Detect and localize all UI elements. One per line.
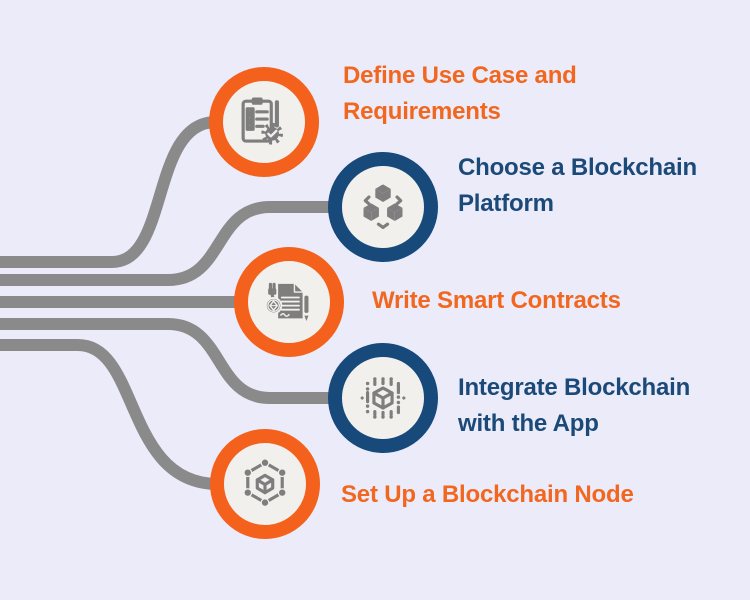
blockchain-node-icon [243, 458, 287, 508]
step-4-circle [328, 343, 438, 453]
linked-cubes-icon [363, 184, 403, 229]
connector-line-2 [0, 201, 336, 286]
step-3-circle [234, 247, 344, 357]
step-2-circle [328, 152, 438, 262]
gear-check-badge [261, 122, 284, 145]
smart-contract-icon [264, 282, 309, 322]
step-3-label: Write Smart Contracts [372, 287, 621, 314]
step-5-circle [210, 429, 320, 539]
clipboard-checklist-icon [241, 97, 284, 145]
step-1-label: Define Use Case and Requirements [343, 62, 577, 125]
connector-line-1 [0, 116, 217, 268]
step-5-label: Set Up a Blockchain Node [341, 481, 634, 508]
step-2-label: Choose a Blockchain Platform [458, 154, 697, 217]
step-1-circle [209, 67, 319, 177]
blockchain-circuit-icon [360, 377, 406, 419]
connector-line-4 [0, 318, 336, 404]
connector-line-5 [0, 339, 219, 490]
step-4-label: Integrate Blockchain with the App [458, 374, 691, 437]
